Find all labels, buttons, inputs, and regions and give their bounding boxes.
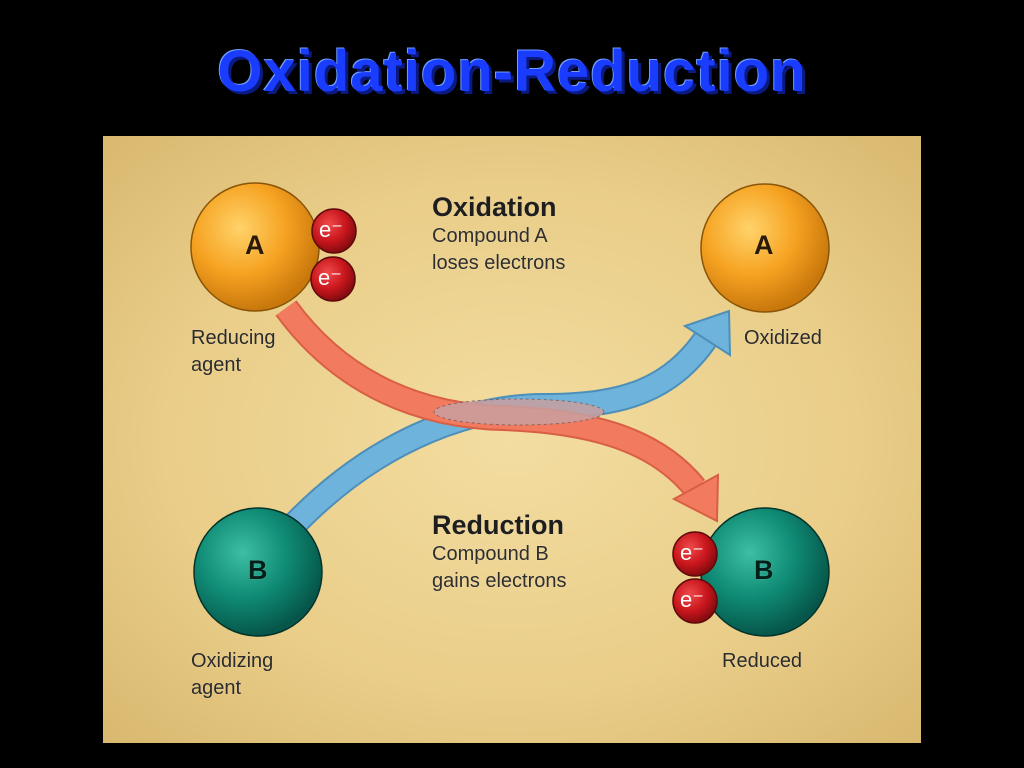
oxidation-heading: Oxidation bbox=[432, 192, 557, 222]
caption-line: Reducing bbox=[191, 327, 276, 349]
caption-line: Oxidized bbox=[744, 327, 822, 349]
compound-b-left bbox=[193, 507, 323, 637]
electron-icon bbox=[672, 578, 718, 624]
compound-b-right-letter: B bbox=[754, 555, 774, 585]
oxidized-label: Oxidized bbox=[744, 325, 822, 352]
compound-a-right bbox=[700, 183, 830, 313]
oxidation-text: Oxidation Compound A loses electrons bbox=[432, 191, 565, 277]
reducing-agent-label: Reducing agent bbox=[191, 325, 276, 379]
caption-line: agent bbox=[191, 354, 242, 376]
arrow-overlap bbox=[433, 398, 605, 426]
oxidation-line2: loses electrons bbox=[432, 252, 566, 274]
reduction-line2: gains electrons bbox=[432, 570, 567, 592]
caption-line: agent bbox=[191, 677, 242, 699]
caption-line: Oxidizing bbox=[191, 650, 274, 672]
reduction-line1: Compound B bbox=[432, 543, 549, 565]
reduction-heading: Reduction bbox=[432, 510, 564, 540]
oxidizing-agent-label: Oxidizing agent bbox=[191, 648, 273, 702]
electron-icon bbox=[311, 208, 357, 254]
redox-diagram bbox=[190, 182, 830, 637]
electron-label: e⁻ bbox=[680, 587, 704, 612]
reduction-text: Reduction Compound B gains electrons bbox=[432, 509, 567, 595]
electron-label: e⁻ bbox=[680, 540, 704, 565]
compound-b-left-letter: B bbox=[248, 555, 268, 585]
electron-icon bbox=[672, 531, 718, 577]
diagram-panel: A A B B e⁻ e⁻ e⁻ e⁻ Reducing agent Oxidi… bbox=[103, 136, 921, 743]
compound-a-left-letter: A bbox=[245, 230, 265, 260]
electron-label: e⁻ bbox=[318, 265, 342, 290]
oxidation-line1: Compound A bbox=[432, 225, 548, 247]
compound-a-right-letter: A bbox=[754, 230, 774, 260]
electron-label: e⁻ bbox=[319, 217, 343, 242]
electron-icon bbox=[310, 256, 356, 302]
slide-title: Oxidation-Reduction bbox=[217, 39, 807, 104]
reduced-label: Reduced bbox=[722, 648, 802, 675]
caption-line: Reduced bbox=[722, 650, 803, 672]
